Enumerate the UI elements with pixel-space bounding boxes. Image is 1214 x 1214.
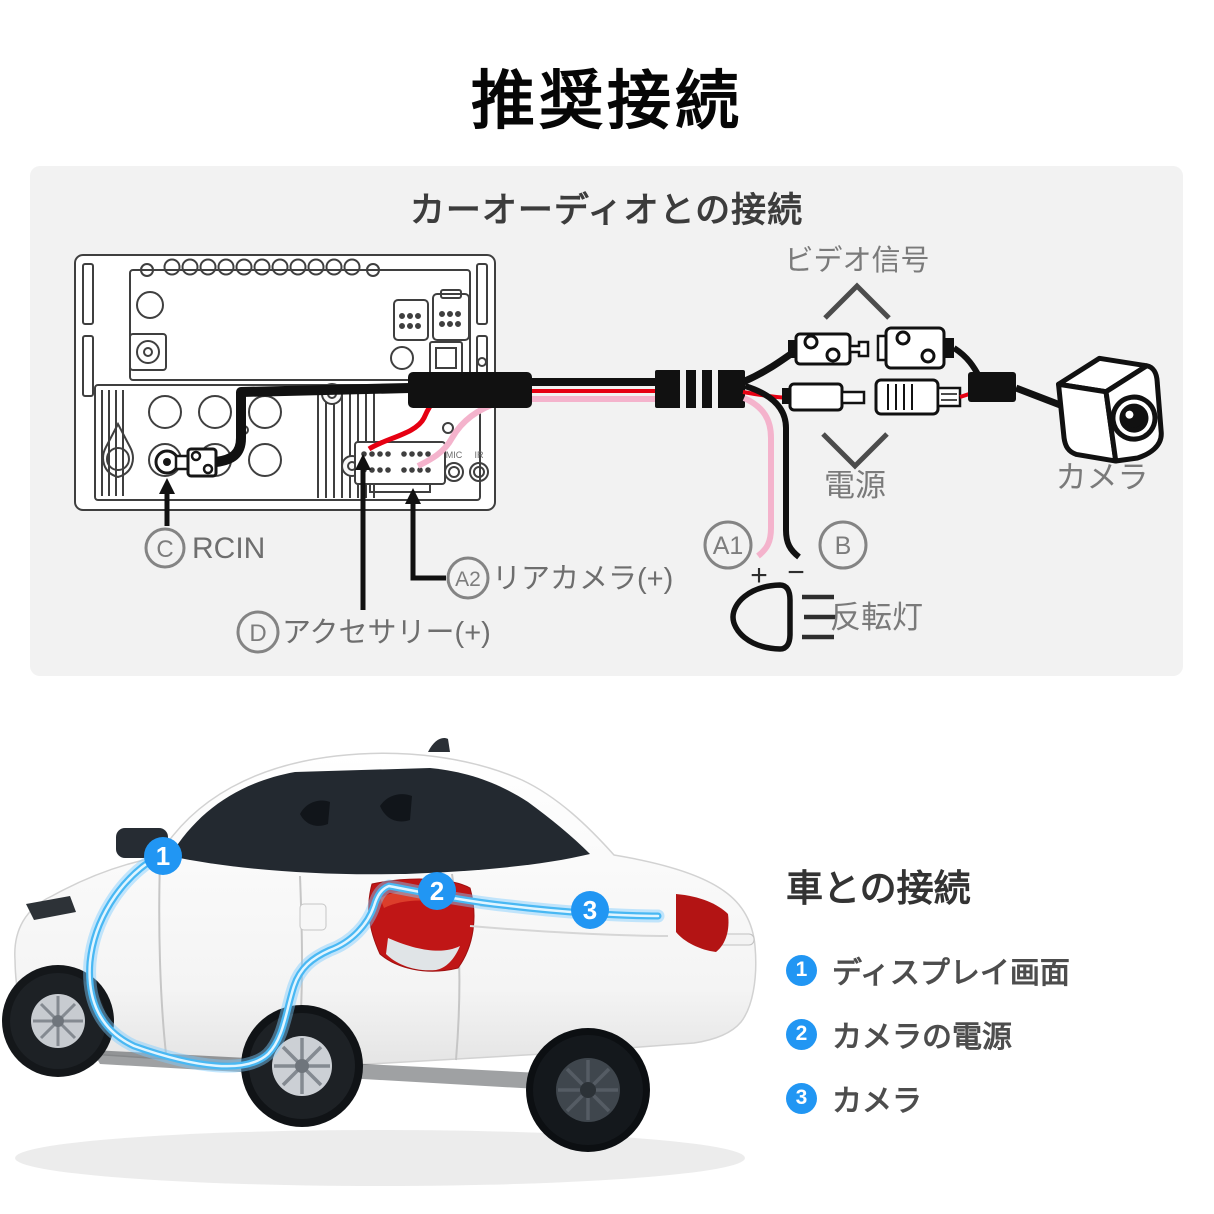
legend-badge-2: 2 <box>786 1018 817 1050</box>
badge-d: D <box>249 620 266 647</box>
headlight <box>26 896 76 920</box>
car-connection-info: 車との接続 1 ディスプレイ画面 2 カメラの電源 3 カメラ <box>786 858 1206 1140</box>
plus-label: + <box>750 559 768 592</box>
reverse-minus-wire <box>744 383 801 560</box>
roof-antenna <box>428 738 450 752</box>
accessory-label: アクセサリー(+) <box>282 617 491 649</box>
reverse-plus-wire <box>742 395 774 559</box>
accessory-callout: D アクセサリー(+) <box>236 454 491 654</box>
mic-label: MIC <box>446 450 463 460</box>
rca-connector-icons <box>788 326 983 380</box>
audio-connection-panel: カーオーディオとの接続 <box>30 166 1183 676</box>
badge-a1-circle <box>703 520 753 570</box>
rcin-label: RCIN <box>192 532 265 565</box>
pink-wire <box>416 399 501 469</box>
headrest <box>380 794 412 822</box>
reverse-light-label: 反転灯 <box>830 600 923 635</box>
rcin-callout: C RCIN <box>144 478 265 569</box>
taillight-right <box>676 894 729 952</box>
car-illustration: 1 2 3 <box>2 738 757 1186</box>
camera-cable-route <box>83 849 665 1073</box>
badge-b-circle <box>818 520 868 570</box>
svg-text:2: 2 <box>430 876 444 906</box>
far-rear-wheel <box>526 1028 650 1152</box>
legend-label-camera-power: カメラの電源 <box>832 1021 1012 1054</box>
dc-power-connector-icons <box>782 378 981 416</box>
page-title: 推奨接続 <box>471 65 743 137</box>
rear-camera-callout: A2 リアカメラ(+) <box>405 488 673 600</box>
minus-label: − <box>787 556 805 589</box>
cable-junction <box>968 372 1016 402</box>
legend-badge-3: 3 <box>786 1082 817 1114</box>
camera-icon <box>1056 355 1164 464</box>
rear-camera-label: リアカメラ(+) <box>492 563 673 595</box>
legend-badge-1: 1 <box>786 954 817 986</box>
car-badge-3: 3 <box>571 891 609 929</box>
ground-shadow <box>15 1130 745 1186</box>
camera-label: カメラ <box>1056 460 1149 495</box>
legend-item-camera-power: 2 カメラの電源 <box>786 1012 1206 1056</box>
audio-section-heading: カーオーディオとの接続 <box>409 191 804 230</box>
internal-cable <box>215 383 411 467</box>
legend-label-display: ディスプレイ画面 <box>832 957 1070 990</box>
power-label: 電源 <box>824 468 886 503</box>
cable-sleeve <box>408 372 532 408</box>
legend-item-camera: 3 カメラ <box>786 1076 1206 1120</box>
caret-up-icon <box>823 282 891 320</box>
legend-label-camera: カメラ <box>832 1085 922 1118</box>
ir-label: IR <box>475 450 485 460</box>
caret-down-icon <box>821 432 889 470</box>
badge-c: C <box>156 536 173 563</box>
fuel-door <box>299 903 327 931</box>
video-signal-label: ビデオ信号 <box>784 244 929 277</box>
badge-a2: A2 <box>455 568 481 591</box>
harness-wires <box>532 378 657 402</box>
reverse-light-icon <box>730 582 836 652</box>
svg-text:1: 1 <box>156 841 170 871</box>
badge-a1: A1 <box>713 532 744 560</box>
svg-text:3: 3 <box>583 895 597 925</box>
badge-b: B <box>835 532 852 560</box>
front-wheel <box>2 965 114 1077</box>
ferrite-block <box>655 370 745 408</box>
rcin-plug-icon <box>154 447 218 478</box>
car-windows <box>170 768 590 875</box>
audio-wiring-diagram: MIC IR <box>74 244 1164 654</box>
car-badge-2: 2 <box>418 872 456 910</box>
trunk-seam <box>469 925 669 937</box>
legend-item-display: 1 ディスプレイ画面 <box>786 948 1206 992</box>
car-badge-1: 1 <box>144 837 182 875</box>
headrest <box>300 800 330 826</box>
car-section-heading: 車との接続 <box>786 868 971 909</box>
